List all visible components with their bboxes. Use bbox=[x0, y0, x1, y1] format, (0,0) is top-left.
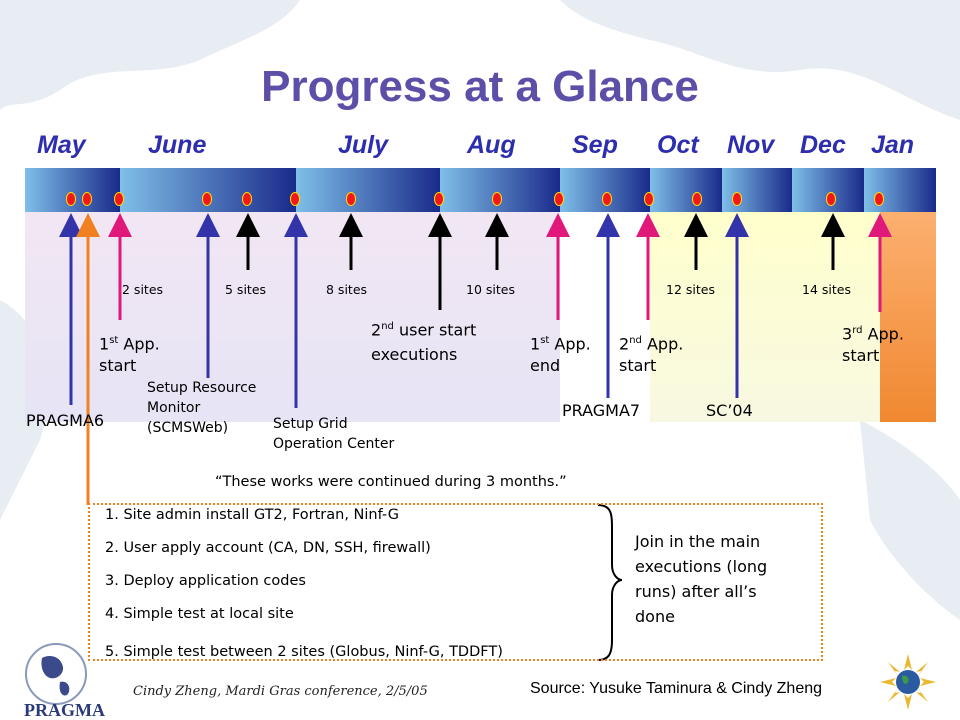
event-dot bbox=[114, 192, 124, 206]
event-dot bbox=[826, 192, 836, 206]
label-part: start bbox=[842, 346, 880, 366]
month-july: July bbox=[338, 131, 389, 159]
task-item: 2. User apply account (CA, DN, SSH, fire… bbox=[105, 540, 431, 556]
site-count-label: 5 sites bbox=[225, 282, 267, 297]
timeline-segment-oct bbox=[650, 168, 722, 212]
event-dot bbox=[554, 192, 564, 206]
label-part: App. bbox=[862, 324, 904, 344]
label-part: App. bbox=[641, 334, 684, 354]
event-dot bbox=[692, 192, 702, 206]
white-region bbox=[560, 212, 650, 422]
label-part: App. bbox=[549, 334, 591, 354]
event-label-pragma7: PRAGMA7 bbox=[562, 401, 641, 420]
month-jan: Jan bbox=[871, 131, 915, 159]
month-may: May bbox=[37, 131, 86, 159]
month-sep: Sep bbox=[572, 131, 618, 159]
lavender-region bbox=[25, 212, 560, 422]
label-sup: nd bbox=[629, 335, 642, 346]
label-part: Operation Center bbox=[273, 436, 395, 452]
event-label-pragma6: PRAGMA6 bbox=[26, 411, 105, 430]
label-part: start bbox=[99, 356, 137, 376]
task-item: 5. Simple test between 2 sites (Globus, … bbox=[105, 644, 503, 660]
yellow-region bbox=[650, 212, 880, 422]
join-line: Join in the main bbox=[635, 532, 761, 551]
month-june: June bbox=[148, 131, 207, 159]
join-line: executions (long bbox=[635, 557, 768, 576]
join-text: Join in the main executions (long runs) … bbox=[635, 529, 767, 629]
site-count-label: 2 sites bbox=[122, 282, 164, 297]
task-item: 4. Simple test at local site bbox=[105, 606, 294, 622]
label-part: 2 bbox=[371, 320, 382, 340]
timeline-segment-july bbox=[296, 168, 440, 212]
label-part: Setup Resource bbox=[147, 380, 257, 396]
event-dot bbox=[732, 192, 742, 206]
event-label-setup-resource: Setup Resource Monitor (SCMSWeb) bbox=[147, 378, 256, 438]
curly-brace bbox=[597, 504, 623, 661]
sun-globe-emblem bbox=[880, 654, 936, 710]
site-count-label: 12 sites bbox=[666, 282, 715, 297]
label-part: 1 bbox=[530, 334, 541, 354]
continued-note: “These works were continued during 3 mon… bbox=[215, 474, 567, 490]
page-title: Progress at a Glance bbox=[261, 62, 699, 111]
event-label-app2-start: 2nd App. start bbox=[619, 330, 683, 377]
label-part: executions bbox=[371, 345, 458, 365]
orange-region bbox=[880, 212, 936, 422]
join-line: done bbox=[635, 607, 675, 626]
event-dot bbox=[346, 192, 356, 206]
event-label-app1-start: 1st App. start bbox=[99, 330, 160, 377]
event-dot bbox=[290, 192, 300, 206]
label-sup: st bbox=[540, 335, 550, 346]
event-dot bbox=[82, 192, 92, 206]
site-count-label: 14 sites bbox=[802, 282, 851, 297]
event-dot bbox=[202, 192, 212, 206]
footer-credit: Cindy Zheng, Mardi Gras conference, 2/5/… bbox=[133, 684, 428, 699]
label-sup: rd bbox=[852, 325, 863, 336]
source-credit: Source: Yusuke Taminura & Cindy Zheng bbox=[530, 680, 823, 697]
event-label-setup-grid: Setup Grid Operation Center bbox=[273, 414, 394, 454]
label-sup: nd bbox=[381, 321, 394, 332]
label-part: (SCMSWeb) bbox=[147, 420, 229, 436]
month-aug: Aug bbox=[467, 131, 516, 159]
month-oct: Oct bbox=[657, 131, 699, 159]
label-part: Setup Grid bbox=[273, 416, 348, 432]
timeline-segment-aug bbox=[440, 168, 560, 212]
task-item: 3. Deploy application codes bbox=[105, 573, 306, 589]
event-dot bbox=[66, 192, 76, 206]
month-dec: Dec bbox=[800, 131, 846, 159]
logo-text: PRAGMA bbox=[24, 700, 105, 720]
month-nov: Nov bbox=[727, 131, 775, 159]
label-part: 1 bbox=[99, 334, 110, 354]
event-dot bbox=[242, 192, 252, 206]
event-label-app3-start: 3rd App. start bbox=[842, 320, 904, 367]
label-part: end bbox=[530, 356, 561, 376]
label-sup: st bbox=[109, 335, 119, 346]
label-part: user start bbox=[393, 320, 477, 340]
event-dot bbox=[602, 192, 612, 206]
event-label-app1-end: 1st App. end bbox=[530, 330, 591, 377]
event-label-sc04: SC’04 bbox=[706, 401, 753, 420]
task-item: 1. Site admin install GT2, Fortran, Ninf… bbox=[105, 507, 399, 523]
event-dot bbox=[434, 192, 444, 206]
label-part: App. bbox=[118, 334, 160, 354]
pragma-logo: PRAGMA bbox=[24, 643, 105, 720]
event-dot bbox=[644, 192, 654, 206]
label-part: Monitor bbox=[147, 400, 201, 416]
site-count-label: 8 sites bbox=[326, 282, 368, 297]
label-part: start bbox=[619, 356, 657, 376]
event-dot bbox=[874, 192, 884, 206]
event-dot bbox=[492, 192, 502, 206]
label-part: 2 bbox=[619, 334, 630, 354]
label-part: 3 bbox=[842, 324, 853, 344]
tasks-box bbox=[88, 503, 823, 661]
site-count-label: 10 sites bbox=[466, 282, 515, 297]
join-line: runs) after all’s bbox=[635, 582, 757, 601]
event-label-2nd-user: 2nd user start executions bbox=[371, 314, 476, 367]
